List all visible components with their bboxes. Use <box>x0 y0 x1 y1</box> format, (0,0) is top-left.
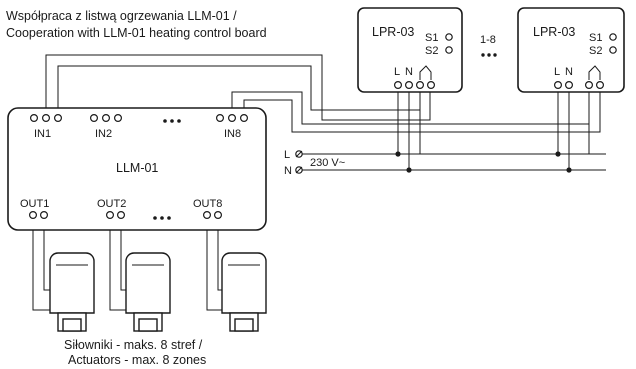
module-1-s1-terminal <box>445 33 453 41</box>
module-2-s1-label: S1 <box>589 32 602 44</box>
module-1-name: LPR-03 <box>372 25 414 39</box>
in1-terminal-3 <box>53 113 62 122</box>
junction-dot <box>406 167 412 173</box>
out2-terminal-1 <box>105 211 114 220</box>
title-line-2: Cooperation with LLM-01 heating control … <box>6 26 267 40</box>
module-1-n-terminal <box>405 80 414 89</box>
actuator-1-cap <box>49 252 95 314</box>
module-1-s1-label: S1 <box>425 32 438 44</box>
actuator-2-foot <box>138 318 158 332</box>
actuator-2-cap <box>125 252 171 314</box>
in2-label: IN2 <box>95 128 112 140</box>
out8-terminal-1 <box>203 211 212 220</box>
ellipsis-dot <box>163 119 167 123</box>
in2-terminal-1 <box>89 113 98 122</box>
actuator-8-cap <box>221 252 267 314</box>
board-name: LLM-01 <box>116 161 158 175</box>
module-1-relay-symbol <box>419 65 432 80</box>
module-1-relay-terminal-1 <box>416 80 425 89</box>
out1-terminal-2 <box>39 211 48 220</box>
ellipsis-dot <box>153 216 157 220</box>
out8-label: OUT8 <box>193 198 222 210</box>
wire-in1-a <box>45 54 431 121</box>
module-1-l-label: L <box>394 66 400 78</box>
in8-terminal-2 <box>228 113 237 122</box>
out2-terminal-2 <box>116 211 125 220</box>
junction-dot <box>395 151 401 157</box>
ellipsis-dot <box>167 216 171 220</box>
out1-terminal-1 <box>29 211 38 220</box>
board-body <box>7 107 267 231</box>
supply-wires <box>302 88 606 171</box>
module-2-relay-terminal-2 <box>595 80 604 89</box>
caption-line-1: Siłowniki - maks. 8 stref / <box>64 338 203 352</box>
terminal-slash <box>295 150 303 158</box>
actuator-1-foot <box>62 318 82 332</box>
supply-n-label: N <box>284 165 292 177</box>
module-2-s2-terminal <box>609 46 617 54</box>
wire-in8-b <box>243 88 601 133</box>
module-1-l-terminal <box>394 80 403 89</box>
module-2-l-label: L <box>554 66 560 78</box>
ellipsis-dot <box>481 53 485 57</box>
module-1-n-label: N <box>405 66 413 78</box>
actuator-2 <box>125 252 171 332</box>
module-2-n-label: N <box>565 66 573 78</box>
in1-terminal-2 <box>41 113 50 122</box>
out2-label: OUT2 <box>97 198 126 210</box>
module-1-body <box>357 7 463 93</box>
lpr-module-2: LPR-03 S1 S2 L N <box>517 7 625 93</box>
actuator-1 <box>49 252 95 332</box>
ellipsis-dot <box>160 216 164 220</box>
ellipsis-dot <box>487 53 491 57</box>
in2-terminal-2 <box>101 113 110 122</box>
ellipsis-dot <box>493 53 497 57</box>
module-2-body <box>517 7 625 93</box>
out8-terminal-2 <box>214 211 223 220</box>
in2-terminal-3 <box>113 113 122 122</box>
lpr-module-1: LPR-03 S1 S2 L N <box>357 7 463 93</box>
in1-terminal-1 <box>30 113 39 122</box>
supply-terminals: L N 230 V~ <box>284 149 345 177</box>
ellipsis-dot <box>170 119 174 123</box>
module-range-label: 1-8 <box>480 34 496 46</box>
terminal-slash <box>295 166 303 174</box>
in8-label: IN8 <box>224 128 241 140</box>
caption-line-2: Actuators - max. 8 zones <box>68 353 206 367</box>
module-1-relay-terminal-2 <box>427 80 436 89</box>
module-2-n-terminal <box>564 80 573 89</box>
module-1-s2-terminal <box>445 46 453 54</box>
wire-in8-a <box>231 88 590 125</box>
junctions <box>395 151 572 173</box>
out1-label: OUT1 <box>20 198 49 210</box>
ellipsis-dot <box>177 119 181 123</box>
junction-dot <box>555 151 561 157</box>
in8-terminal-3 <box>240 113 249 122</box>
supply-l-label: L <box>284 149 290 161</box>
junction-dot <box>566 167 572 173</box>
module-2-s1-terminal <box>609 33 617 41</box>
module-1-s2-label: S2 <box>425 45 438 57</box>
actuator-8-foot <box>234 318 254 332</box>
module-2-name: LPR-03 <box>533 25 575 39</box>
supply-voltage-label: 230 V~ <box>310 157 345 169</box>
module-ellipsis <box>481 53 497 57</box>
module-2-relay-terminal-1 <box>584 80 593 89</box>
module-2-relay-symbol <box>588 65 601 80</box>
module-2-l-terminal <box>553 80 562 89</box>
in8-terminal-1 <box>216 113 225 122</box>
actuator-8 <box>221 252 267 332</box>
title-line-1: Współpraca z listwą ogrzewania LLM-01 / <box>6 9 237 23</box>
module-2-s2-label: S2 <box>589 45 602 57</box>
llm-board: IN1 IN2 IN8 LLM-01 OUT1 OUT2 OUT8 <box>7 107 267 231</box>
in1-label: IN1 <box>34 128 51 140</box>
